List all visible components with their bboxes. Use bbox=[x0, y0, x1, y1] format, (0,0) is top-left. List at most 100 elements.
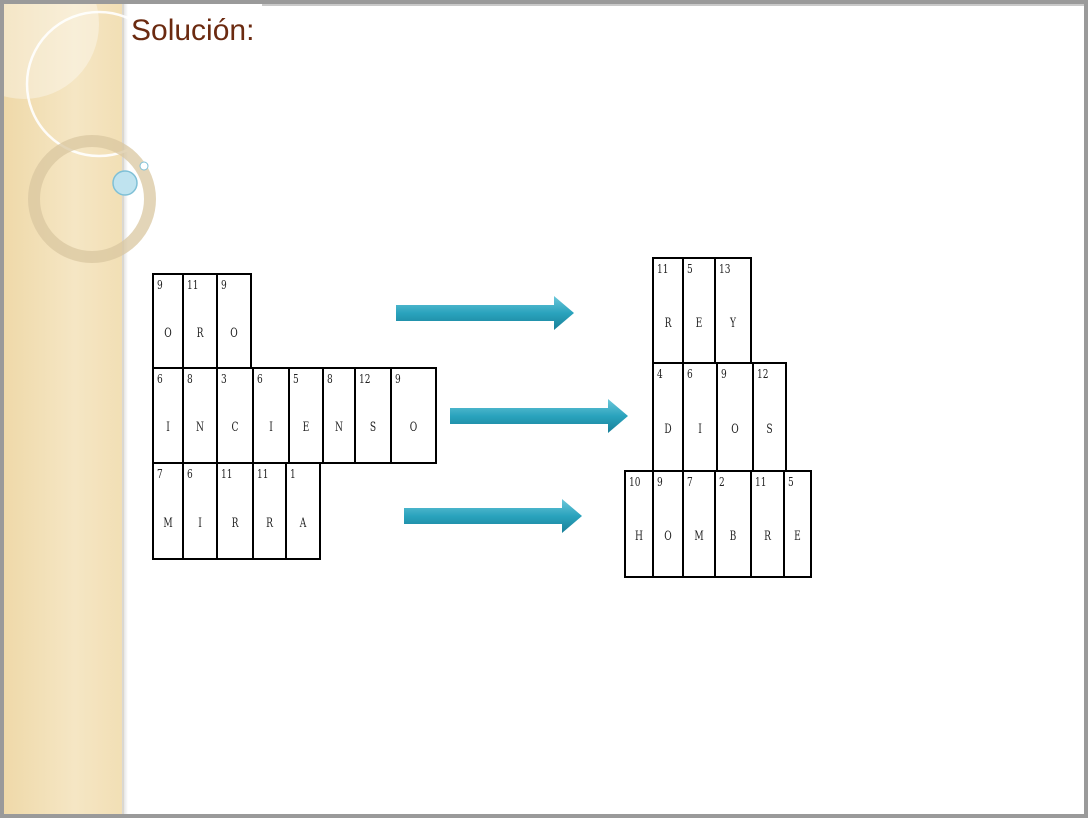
deco-bubble-small bbox=[139, 161, 149, 171]
decorative-circles bbox=[4, 4, 164, 263]
cell-letter: N bbox=[196, 420, 204, 435]
cell-letter: O bbox=[230, 326, 238, 341]
cell-number: 11 bbox=[657, 262, 669, 276]
cell-number: 7 bbox=[157, 467, 163, 481]
cell-letter: D bbox=[664, 422, 672, 437]
cell-number: 6 bbox=[157, 372, 163, 386]
cell-number: 11 bbox=[221, 467, 233, 481]
cell-number: 5 bbox=[687, 262, 693, 276]
cell-letter: B bbox=[729, 529, 737, 544]
cell-letter: C bbox=[231, 420, 239, 435]
cell-letter: I bbox=[198, 516, 202, 531]
cell-number: 4 bbox=[657, 367, 663, 381]
cell-letter: I bbox=[166, 420, 170, 435]
cell-number: 12 bbox=[757, 367, 769, 381]
cell-number: 11 bbox=[187, 278, 199, 292]
cell-letter: O bbox=[664, 529, 672, 544]
cell-number: 9 bbox=[157, 278, 163, 292]
cell-number: 5 bbox=[293, 372, 299, 386]
arrow-right-icon bbox=[396, 296, 574, 330]
deco-circle-large bbox=[25, 10, 164, 158]
cell-number: 1 bbox=[290, 467, 296, 481]
cell-letter: R bbox=[764, 529, 771, 544]
cell-number: 11 bbox=[755, 475, 767, 489]
deco-ring bbox=[28, 135, 156, 263]
cell-number: 6 bbox=[687, 367, 693, 381]
cell-letter: Y bbox=[729, 316, 737, 331]
cell-number: 13 bbox=[719, 262, 731, 276]
cell-number: 2 bbox=[719, 475, 725, 489]
cell-number: 9 bbox=[657, 475, 663, 489]
cell-letter: S bbox=[766, 422, 773, 437]
cell-number: 9 bbox=[395, 372, 401, 386]
cell-letter: A bbox=[299, 516, 307, 531]
slide-title: Solución: bbox=[131, 14, 255, 47]
cell-letter: N bbox=[335, 420, 343, 435]
cell-number: 9 bbox=[721, 367, 727, 381]
cell-number: 8 bbox=[327, 372, 333, 386]
cell-letter: R bbox=[266, 516, 273, 531]
cell-letter: O bbox=[164, 326, 172, 341]
cell-letter: R bbox=[664, 316, 672, 331]
band-shadow bbox=[122, 4, 128, 814]
cell-number: 7 bbox=[687, 475, 693, 489]
cell-letter: E bbox=[794, 529, 801, 544]
cell-number: 6 bbox=[187, 467, 193, 481]
cell-number: 11 bbox=[257, 467, 269, 481]
cell-letter: I bbox=[269, 420, 273, 435]
cell-letter: R bbox=[196, 326, 204, 341]
cell-number: 10 bbox=[629, 475, 641, 489]
cell-letter: E bbox=[695, 316, 703, 331]
cell-letter: M bbox=[163, 516, 173, 531]
deco-circle-fill bbox=[4, 4, 99, 99]
cell-number: 9 bbox=[221, 278, 227, 292]
cell-letter: O bbox=[731, 422, 739, 437]
arrow-right-icon bbox=[404, 499, 582, 533]
cell-number: 8 bbox=[187, 372, 193, 386]
cell-number: 5 bbox=[788, 475, 794, 489]
deco-bubble-large bbox=[112, 170, 138, 196]
cell-number: 3 bbox=[221, 372, 227, 386]
cell-letter: R bbox=[231, 516, 239, 531]
arrow-right-icon bbox=[450, 399, 628, 433]
top-border-line bbox=[262, 4, 1084, 6]
cell-letter: H bbox=[635, 529, 643, 544]
cell-number: 6 bbox=[257, 372, 263, 386]
cell-letter: O bbox=[409, 420, 418, 435]
cell-letter: I bbox=[698, 422, 702, 437]
cell-letter: M bbox=[694, 529, 704, 544]
